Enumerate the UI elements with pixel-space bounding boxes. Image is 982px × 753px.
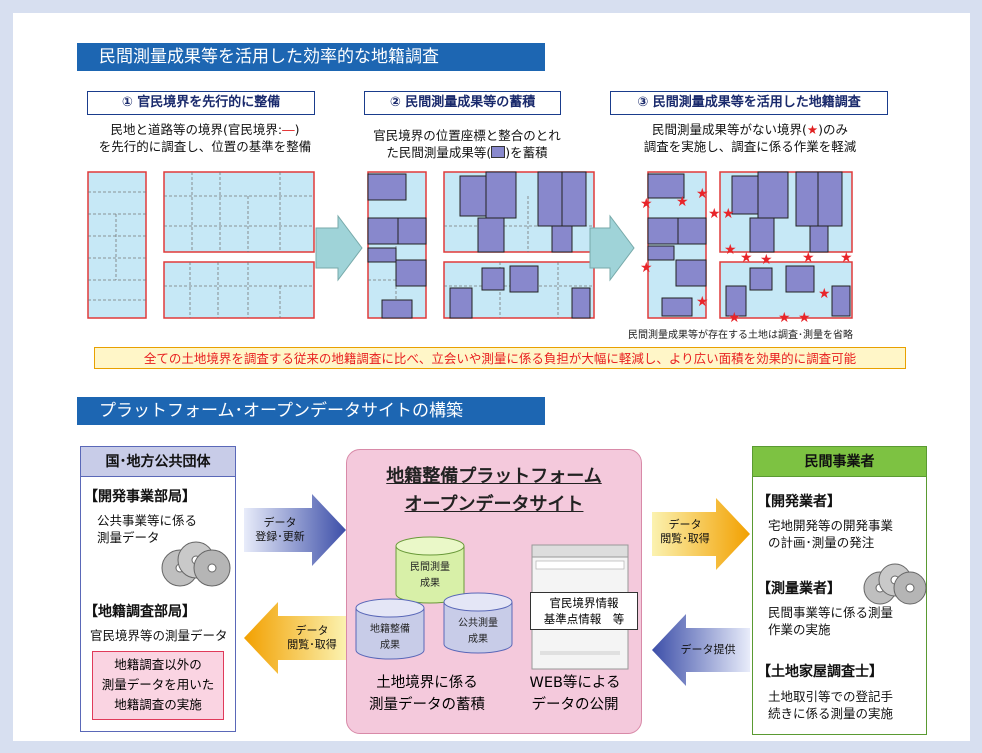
svg-text:★: ★ (760, 252, 773, 268)
publication-caption: WEB等による データの公開 (529, 675, 621, 713)
svg-text:★: ★ (798, 310, 811, 326)
section1-title: 民間測量成果等を活用した効率的な地籍調査 (77, 43, 545, 71)
step2-description: 官民境界の位置座標と整合のとれ た民間測量成果等()を蓄積 (373, 128, 561, 160)
svg-text:★: ★ (696, 294, 709, 310)
cd-disc-icon-right (863, 563, 927, 605)
database-cylinders: 民間測量 成果 地籍整備 成果 公共測量 成果 (355, 536, 513, 660)
alternate-survey-box: 地籍調査以外の 測量データを用いた 地籍調査の実施 (92, 651, 224, 720)
svg-text:★: ★ (740, 250, 753, 266)
svg-text:★: ★ (640, 196, 653, 212)
land-surveyor-text: 土地取引等での登記手 続きに係る測量の実施 (768, 689, 894, 721)
dept-development-text: 公共事業等に係る 測量データ (97, 513, 198, 545)
step3-label: ③ 民間測量成果等を活用した地籍調査 (610, 91, 888, 115)
dept-cadastral-label: 【地籍調査部局】 (84, 604, 196, 620)
arrow-view-left-text: データ閲覧･取得 (287, 624, 337, 651)
svg-text:民間測量: 民間測量 (410, 560, 450, 573)
platform-title: 地籍整備プラットフォーム (386, 466, 602, 487)
svg-text:★: ★ (840, 250, 853, 266)
dept-development-label: 【開発事業部局】 (84, 489, 196, 505)
arrow-provide-data (652, 614, 750, 686)
surveyor-label: 【測量業者】 (757, 581, 841, 597)
svg-text:★: ★ (728, 310, 741, 326)
arrow-view-right (652, 498, 750, 570)
omission-note: 民間測量成果等が存在する土地は調査･測量を省略 (628, 330, 853, 341)
developer-label: 【開発業者】 (757, 494, 841, 510)
step1-description: 民地と道路等の境界(官民境界:―) を先行的に調査し、位置の基準を整備 (98, 122, 312, 154)
parcel-diagrams: ★★★ ★★ ★★ ★★★ ★★ ★★★ ★ (87, 171, 853, 326)
svg-text:★: ★ (818, 286, 831, 302)
step1-label: ① 官民境界を先行的に整備 (87, 91, 315, 115)
svg-text:成果: 成果 (468, 633, 488, 645)
government-header: 国･地方公共団体 (81, 447, 235, 477)
svg-text:地籍整備: 地籍整備 (370, 622, 410, 635)
step-arrow-2 (589, 214, 635, 282)
svg-text:★: ★ (676, 194, 689, 210)
parcel-diagram-step3: ★★★ ★★ ★★ ★★★ ★★ ★★★ ★ (640, 171, 853, 326)
svg-text:★: ★ (722, 206, 735, 222)
parcel-diagram-step1 (87, 171, 315, 319)
svg-text:成果: 成果 (380, 639, 400, 651)
svg-text:★: ★ (778, 310, 791, 326)
survey-result-legend-icon (491, 146, 506, 158)
cylinder-cadastral (355, 598, 425, 660)
svg-text:★: ★ (724, 242, 737, 258)
surveyor-text: 民間事業等に係る測量 作業の実施 (768, 605, 894, 637)
section2-title: プラットフォーム･オープンデータサイトの構築 (77, 397, 545, 425)
cylinder-private-survey (395, 536, 465, 604)
svg-text:★: ★ (640, 260, 653, 276)
land-surveyor-label: 【土地家屋調査士】 (757, 664, 883, 680)
arrow-register-text: データ登録･更新 (255, 516, 305, 543)
step3-description: 民間測量成果等がない境界(★)のみ 調査を実施し、調査に係る作業を軽減 (643, 122, 857, 154)
dept-cadastral-text: 官民境界等の測量データ (90, 628, 228, 643)
arrow-register-update (244, 494, 346, 566)
parcel-diagram-step2 (367, 171, 595, 319)
benefit-banner: 全ての土地境界を調査する従来の地籍調査に比べ、立会いや測量に係る負担が大幅に軽減… (94, 347, 906, 369)
svg-text:★: ★ (696, 186, 709, 202)
private-business-header: 民間事業者 (753, 447, 926, 477)
svg-text:成果: 成果 (420, 577, 440, 589)
svg-text:★: ★ (802, 250, 815, 266)
step2-label: ② 民間測量成果等の蓄積 (364, 91, 561, 115)
cylinder-public-survey (443, 592, 513, 654)
accumulation-caption: 土地境界に係る 測量データの蓄積 (369, 675, 485, 713)
unsurveyed-boundary-stars: ★★★ ★★ ★★ ★★★ ★★ ★★★ ★ (640, 186, 853, 326)
developer-text: 宅地開発等の開発事業 の計画･測量の発注 (768, 518, 894, 550)
opendata-title: オープンデータサイト (404, 494, 584, 515)
arrow-view-right-text: データ閲覧･取得 (660, 518, 710, 545)
step-arrow-1 (315, 214, 363, 282)
arrow-view-left (244, 602, 346, 674)
arrow-provide-text: データ提供 (680, 643, 736, 656)
svg-text:★: ★ (708, 206, 721, 222)
svg-text:公共測量: 公共測量 (458, 616, 498, 629)
cd-disc-icon (161, 541, 231, 587)
web-info-box: 官民境界情報 基準点情報 等 (530, 592, 638, 630)
